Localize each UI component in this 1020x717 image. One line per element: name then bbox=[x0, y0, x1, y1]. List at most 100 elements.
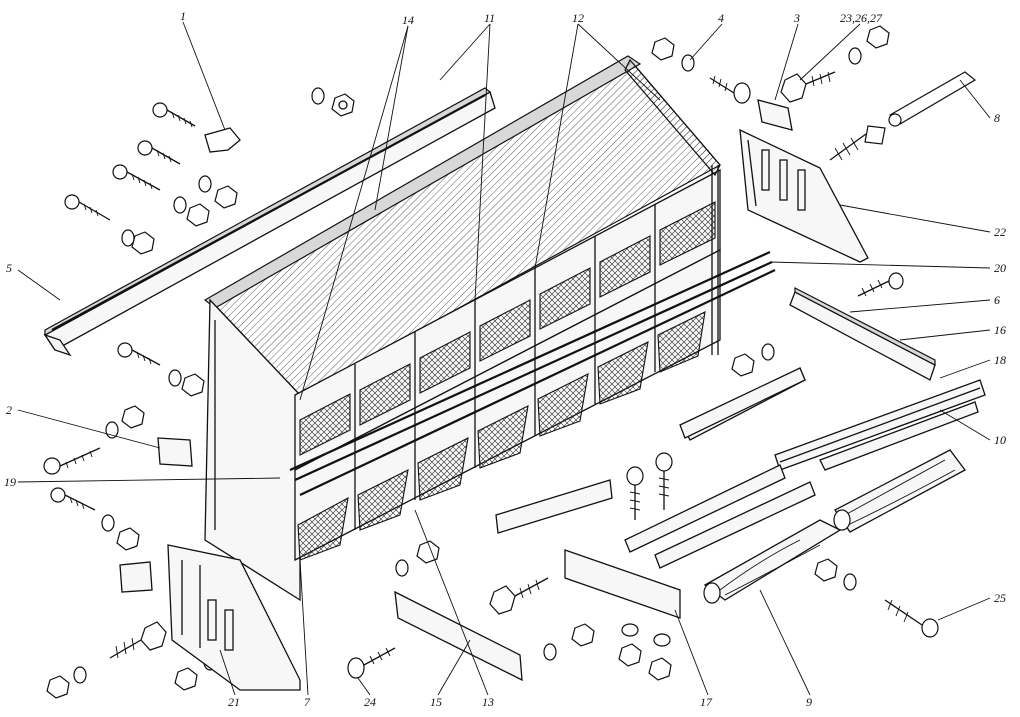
washer bbox=[848, 47, 862, 65]
washer bbox=[395, 559, 409, 577]
nut bbox=[174, 667, 198, 691]
nut bbox=[814, 558, 838, 582]
bolt bbox=[884, 599, 939, 638]
bolt bbox=[347, 647, 396, 679]
washer bbox=[198, 175, 212, 193]
bolt bbox=[489, 577, 549, 615]
bolt bbox=[43, 447, 101, 475]
board-strip bbox=[495, 479, 613, 534]
right-rails bbox=[624, 287, 986, 569]
nut bbox=[46, 675, 70, 699]
bolt bbox=[50, 487, 96, 511]
bolt bbox=[655, 452, 673, 510]
callout-label: 2 bbox=[6, 403, 12, 417]
washer bbox=[761, 343, 775, 361]
end-plate-21 bbox=[167, 544, 301, 691]
bolt bbox=[709, 75, 751, 104]
bolt bbox=[137, 140, 181, 165]
nut bbox=[181, 373, 205, 397]
pin-8 bbox=[888, 71, 977, 127]
nut bbox=[571, 623, 595, 647]
bolt bbox=[112, 164, 161, 191]
left-side-hardware bbox=[43, 342, 217, 699]
leader-lines bbox=[17, 21, 991, 696]
callout-label: 12 bbox=[572, 11, 584, 25]
bottom-brackets bbox=[347, 367, 939, 682]
callout-label: 6 bbox=[994, 293, 1000, 307]
strip-2 bbox=[654, 481, 816, 569]
nut bbox=[331, 93, 355, 117]
callout-label: 13 bbox=[482, 695, 494, 709]
nut bbox=[121, 405, 145, 429]
callout-label: 19 bbox=[4, 475, 16, 489]
perch-rod-upper bbox=[289, 250, 771, 472]
bolt bbox=[64, 194, 111, 221]
bolt bbox=[152, 102, 196, 128]
perch-rod-lower bbox=[299, 269, 776, 496]
bolt bbox=[829, 125, 886, 161]
bracket-3 bbox=[757, 99, 793, 131]
bolt bbox=[857, 272, 904, 297]
mesh-floors-upper bbox=[299, 201, 716, 456]
washer bbox=[653, 633, 671, 647]
washer bbox=[621, 623, 639, 637]
washer bbox=[311, 87, 325, 105]
bolt bbox=[117, 342, 161, 366]
callout-label: 14 bbox=[402, 13, 414, 27]
bolt bbox=[780, 71, 836, 103]
callout-labels: 1 14 11 12 4 3 23,26,27 8 22 20 6 16 18 … bbox=[4, 9, 1006, 709]
washer bbox=[101, 514, 115, 532]
callout-label: 8 bbox=[994, 111, 1000, 125]
callout-label: 25 bbox=[994, 591, 1006, 605]
bracket-17 bbox=[564, 549, 681, 619]
callout-label: 24 bbox=[364, 695, 376, 709]
end-plate-22 bbox=[739, 128, 869, 263]
bracket-2 bbox=[157, 437, 193, 467]
nut bbox=[186, 203, 210, 227]
nut bbox=[648, 657, 672, 681]
washer bbox=[168, 369, 182, 387]
washer bbox=[121, 229, 135, 247]
upper-dividers bbox=[354, 204, 656, 440]
callout-label: 22 bbox=[994, 225, 1006, 239]
bolt bbox=[109, 621, 167, 659]
bracket-15 bbox=[394, 590, 523, 682]
callout-label: 18 bbox=[994, 353, 1006, 367]
rail-10 bbox=[819, 401, 979, 471]
callout-label: 4 bbox=[718, 11, 724, 25]
callout-label: 11 bbox=[484, 11, 495, 25]
bolt bbox=[626, 466, 644, 520]
callout-label: 1 bbox=[180, 9, 186, 23]
callout-label: 10 bbox=[994, 433, 1006, 447]
callout-label: 23,26,27 bbox=[840, 11, 883, 25]
nut bbox=[116, 527, 140, 551]
callout-label: 15 bbox=[430, 695, 442, 709]
nut bbox=[866, 25, 890, 49]
bracket-lower-left bbox=[119, 561, 153, 593]
nest-box-body bbox=[203, 55, 776, 602]
wooden-perches bbox=[703, 449, 966, 604]
callout-label: 21 bbox=[228, 695, 240, 709]
washer bbox=[73, 666, 87, 684]
nut bbox=[131, 231, 155, 255]
nut bbox=[651, 37, 675, 61]
callout-label: 7 bbox=[304, 695, 311, 709]
callout-label: 9 bbox=[806, 695, 812, 709]
top-right-hardware bbox=[651, 25, 977, 377]
bolts-top-left bbox=[64, 87, 355, 255]
left-end-panel bbox=[204, 298, 301, 602]
callout-label: 20 bbox=[994, 261, 1006, 275]
nut bbox=[416, 540, 440, 564]
rail-6 bbox=[789, 291, 936, 381]
nut bbox=[618, 643, 642, 667]
nut bbox=[214, 185, 238, 209]
top-rail-assembly bbox=[43, 87, 496, 357]
bracket-1 bbox=[204, 127, 241, 153]
callout-label: 3 bbox=[793, 11, 800, 25]
nut bbox=[731, 353, 755, 377]
callout-label: 16 bbox=[994, 323, 1006, 337]
washer bbox=[543, 643, 557, 661]
strip-1 bbox=[624, 464, 786, 553]
